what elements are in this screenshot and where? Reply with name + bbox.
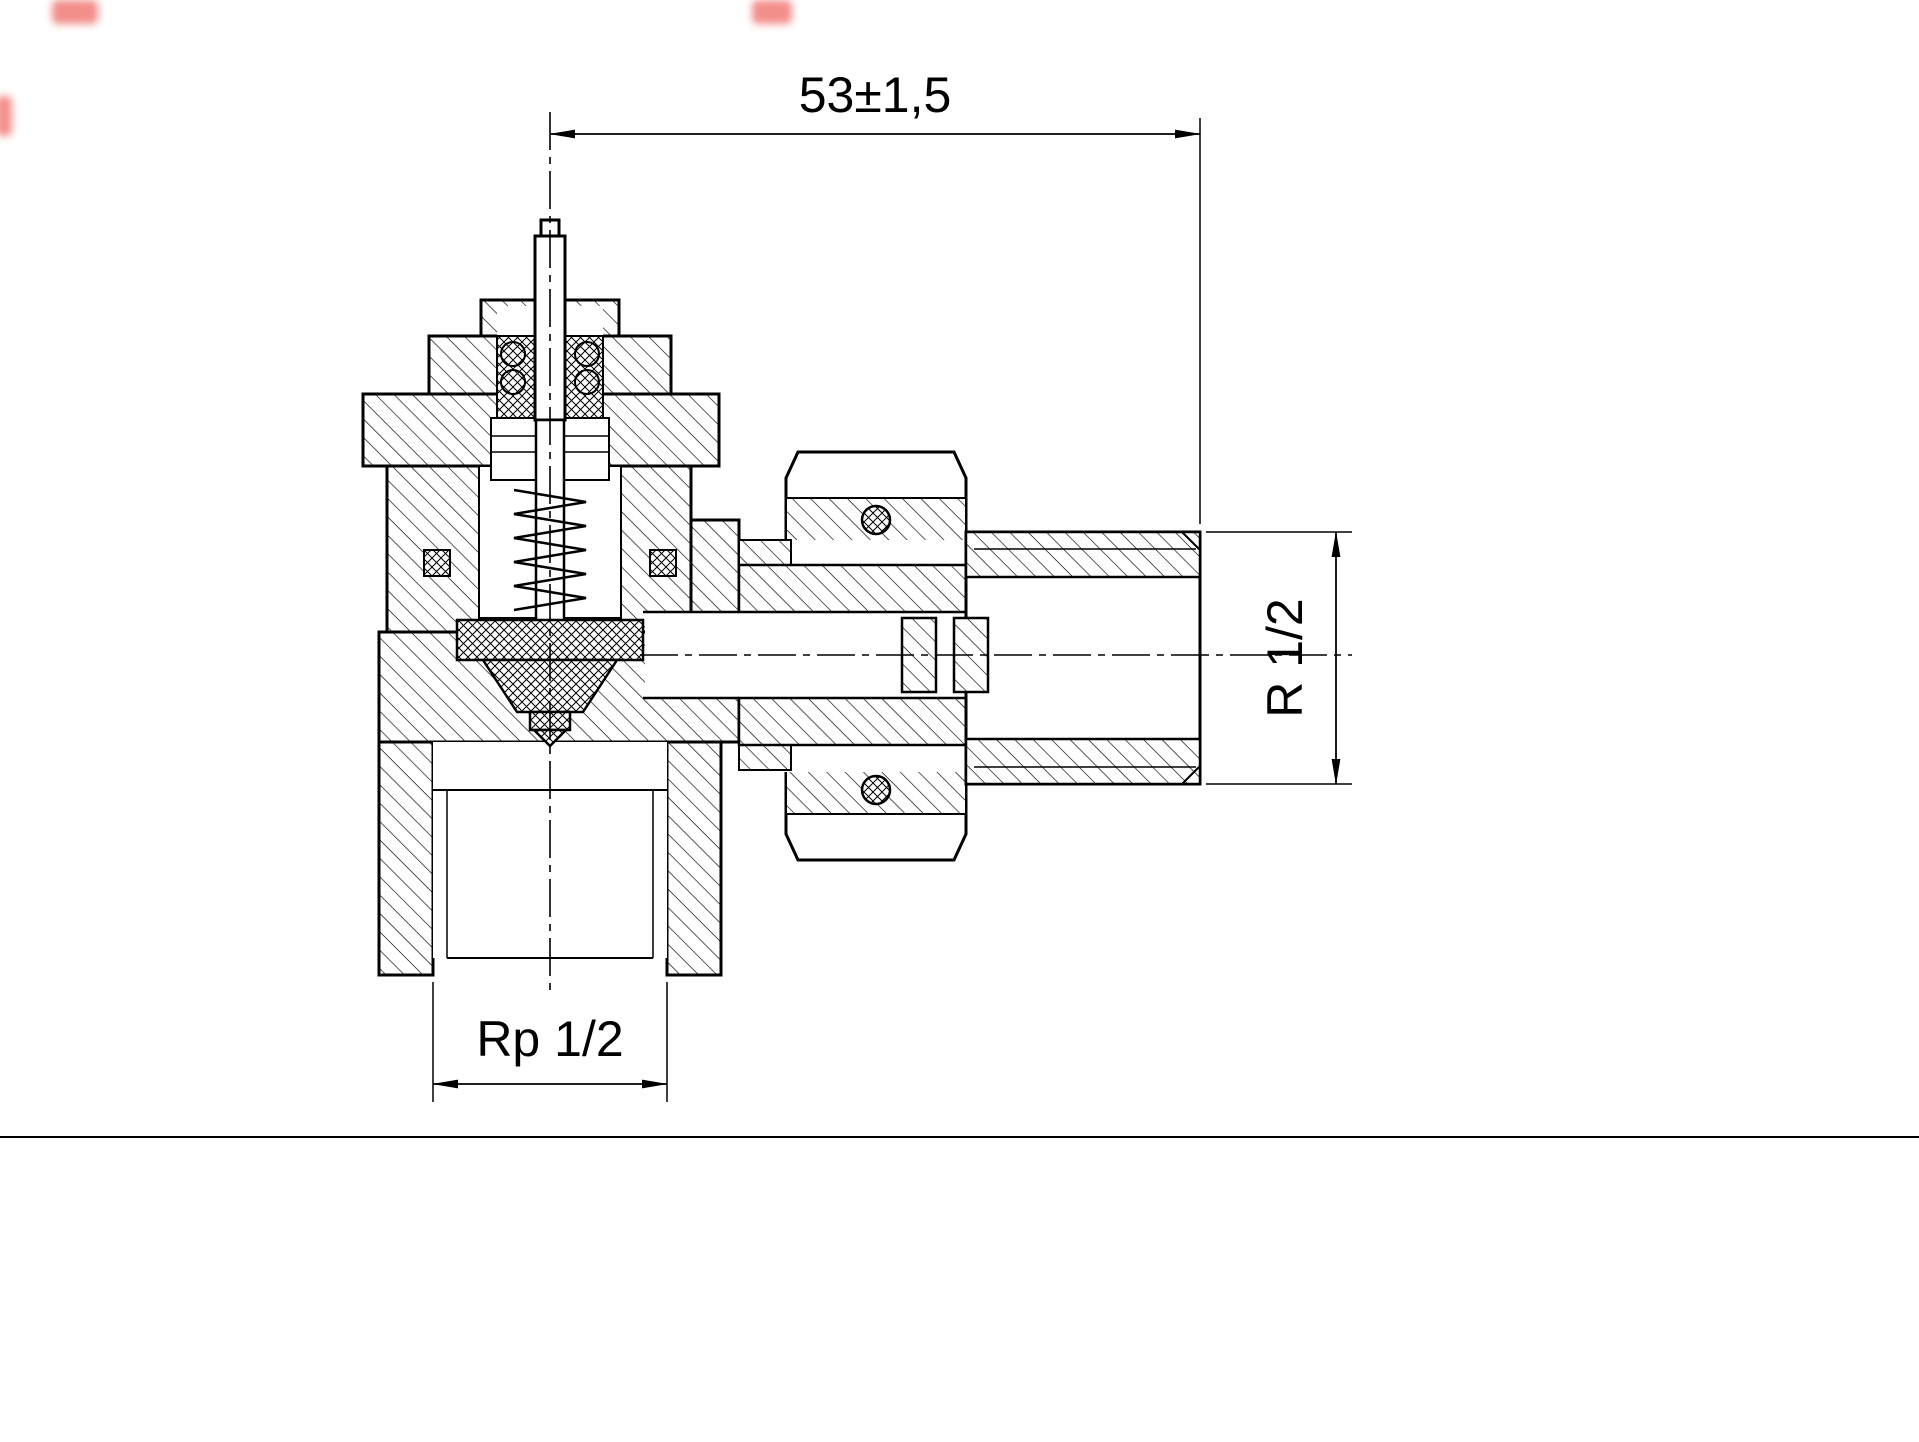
- bottom-port: [377, 740, 723, 977]
- watermark-artifacts: [0, 0, 792, 136]
- watermark-artifact-1: [52, 0, 98, 24]
- valve-plug: [455, 618, 645, 748]
- watermark-artifact-3: [0, 96, 12, 136]
- valve-body-section: [361, 218, 741, 977]
- right-dimension: R 1/2: [1206, 531, 1352, 785]
- bottom-dimension: Rp 1/2: [432, 982, 668, 1102]
- o-ring-bottom: [860, 774, 892, 806]
- o-ring-top: [860, 504, 892, 536]
- bonnet-o-rings: [423, 549, 677, 577]
- threaded-pipe: [964, 530, 1202, 786]
- top-dimension: 53±1,5: [549, 67, 1201, 524]
- dimension-label-bottom: Rp 1/2: [476, 1011, 623, 1067]
- ball-race: [500, 341, 600, 395]
- dimension-label-top: 53±1,5: [799, 67, 952, 123]
- watermark-artifact-2: [752, 0, 792, 24]
- right-connection: [737, 450, 1202, 862]
- dimension-label-right: R 1/2: [1257, 598, 1313, 718]
- spring: [513, 488, 587, 612]
